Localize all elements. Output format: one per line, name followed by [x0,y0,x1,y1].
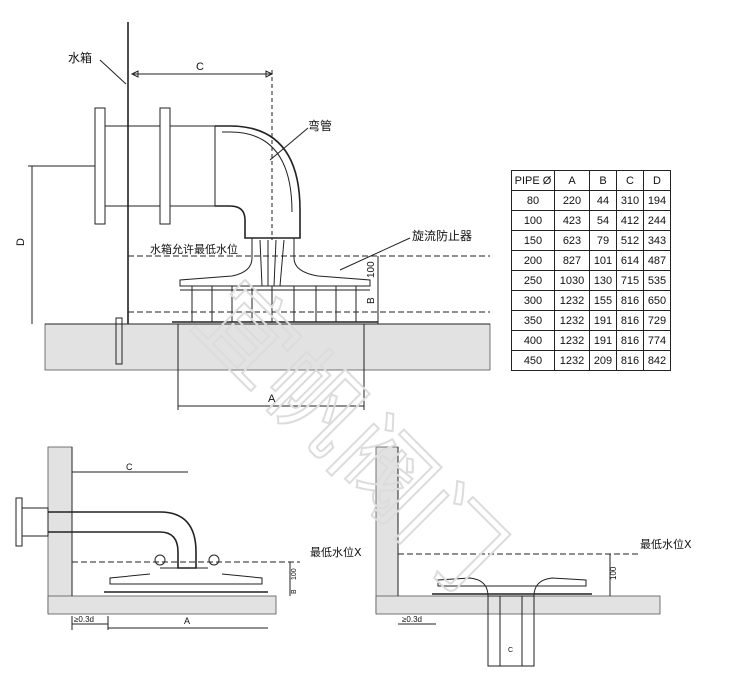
dim-100: 100 [366,261,377,278]
table-cell: 220 [554,190,590,211]
table-cell: 450 [511,350,555,371]
table-cell: 614 [616,250,644,271]
dim-a-left: A [184,616,190,626]
dim-c-top: C [196,61,204,73]
side-installation-view [15,446,300,630]
table-cell: 816 [616,290,644,311]
table-cell: 729 [643,310,671,331]
table-cell: 842 [643,350,671,371]
floor-slab [44,323,491,371]
main-installation-view [28,22,491,410]
table-cell: 512 [616,230,644,251]
table-cell: 191 [589,330,617,351]
anchor-bolt [115,317,123,365]
label-min-water-level-allowed: 水箱允许最低水位 [150,242,238,256]
table-cell: 1030 [554,270,590,291]
dim-c-right-pipe: C [508,647,513,654]
dim-c-left: C [126,462,133,472]
table-cell: 1232 [554,310,590,331]
table-cell: 101 [589,250,617,271]
header-a: A [554,170,590,191]
table-cell: 827 [554,250,590,271]
table-cell: 423 [554,210,590,231]
table-cell: 650 [643,290,671,311]
header-c: C [616,170,644,191]
table-cell: 715 [616,270,644,291]
table-cell: 155 [589,290,617,311]
table-cell: 623 [554,230,590,251]
table-cell: 535 [643,270,671,291]
table-cell: 44 [589,190,617,211]
table-cell: 150 [511,230,555,251]
table-cell: 100 [511,210,555,231]
dim-b: B [366,297,377,304]
label-min-water-level-right: 最低水位X [640,537,692,551]
table-cell: 487 [643,250,671,271]
dim-ge-right: ≥0.3d [402,615,422,624]
header-b: B [589,170,617,191]
table-cell: 194 [643,190,671,211]
dim-small-left: 100 [291,568,298,580]
table-cell: 54 [589,210,617,231]
header-d: D [643,170,671,191]
table-cell: 400 [511,330,555,351]
table-cell: 1232 [554,290,590,311]
vortex-preventer [172,238,378,323]
table-cell: 250 [511,270,555,291]
table-cell: 200 [511,250,555,271]
table-cell: 310 [616,190,644,211]
flange-right [159,107,171,225]
label-vortex-preventer: 旋流防止器 [412,228,472,243]
dim-small-left-b: B [291,589,298,594]
table-header-row: PIPE Ø A B C D [511,170,671,191]
table-cell: 300 [511,290,555,311]
dim-small-right: 100 [609,566,618,580]
dim-ge-left: ≥0.3d [74,615,94,624]
label-min-water-level-left: 最低水位X [310,545,362,559]
dim-d-side: D [15,238,27,246]
table-cell: 816 [616,310,644,331]
table-cell: 130 [589,270,617,291]
table-cell: 1232 [554,330,590,351]
table-cell: 412 [616,210,644,231]
table-cell: 343 [643,230,671,251]
table-cell: 816 [616,330,644,351]
dim-a-bottom: A [268,393,276,405]
floor-installation-view [375,446,661,667]
table-cell: 244 [643,210,671,231]
table-cell: 774 [643,330,671,351]
table-cell: 79 [589,230,617,251]
table-cell: 80 [511,190,555,211]
table-cell: 209 [589,350,617,371]
label-elbow: 弯管 [308,118,332,133]
header-pipe: PIPE Ø [511,170,555,191]
elbow-pipe [215,125,301,239]
flange-left [94,107,106,225]
table-cell: 816 [616,350,644,371]
table-cell: 350 [511,310,555,331]
table-cell: 1232 [554,350,590,371]
label-tank: 水箱 [68,50,92,65]
table-cell: 191 [589,310,617,331]
